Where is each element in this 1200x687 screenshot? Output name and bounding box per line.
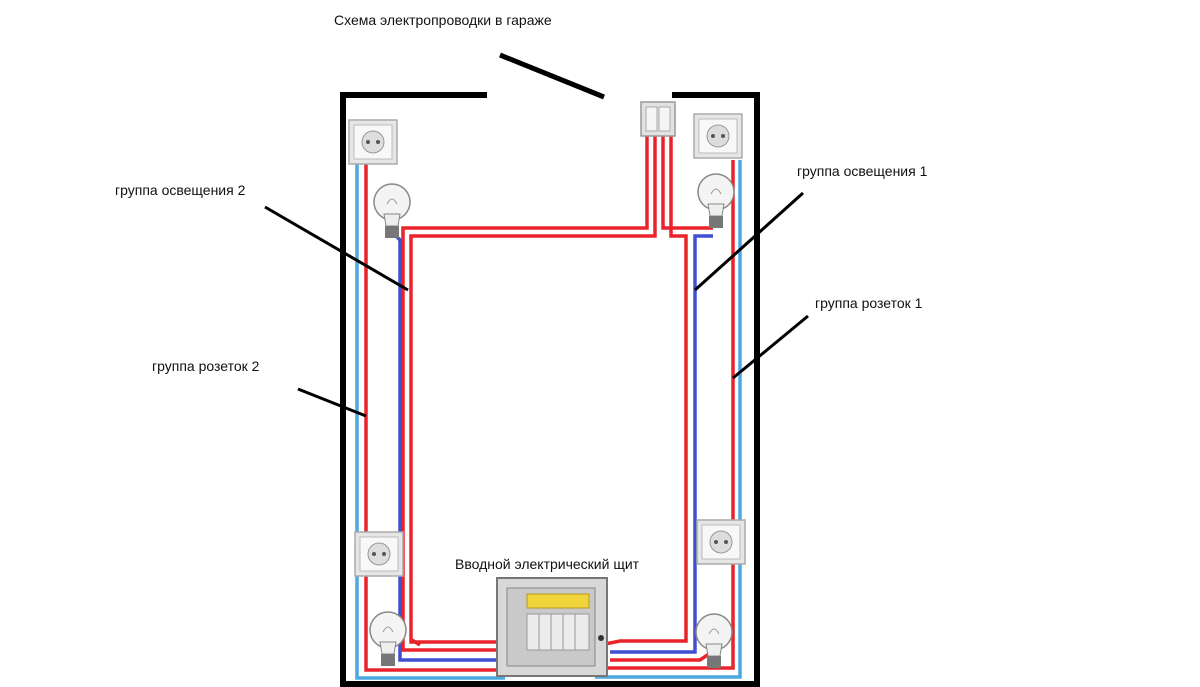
electrical-panel-icon [496, 577, 608, 677]
socket-neutral-left-bottom [355, 570, 505, 680]
switch-wire-red-3 [661, 132, 713, 230]
switch-icon [640, 101, 676, 137]
diagram-title: Схема электропроводки в гараже [334, 12, 552, 28]
light-bulb-icon [697, 173, 735, 228]
socket-icon [696, 519, 746, 565]
socket-icon [693, 113, 743, 159]
lighting-red-bottom-left [411, 638, 421, 647]
label-socket-group-1: группа розеток 1 [815, 295, 923, 311]
switch-wire-red-1 [401, 132, 649, 652]
socket-red-left-bottom [364, 570, 505, 672]
label-socket-group-2: группа розеток 2 [152, 358, 260, 374]
label-lighting-group-1: группа освещения 1 [797, 163, 928, 179]
lighting-neutral-right [610, 234, 713, 654]
door-line [499, 52, 605, 100]
label-lighting-group-2: группа освещения 2 [115, 182, 246, 198]
socket-red-right-bottom [595, 560, 735, 670]
switch-wire-red-2 [409, 132, 657, 644]
leader-lines [264, 191, 809, 418]
socket-icon [348, 119, 398, 165]
socket-icon [354, 531, 404, 577]
garage-walls [340, 92, 760, 687]
light-bulb-icon [369, 611, 407, 666]
label-panel: Вводной электрический щит [455, 556, 640, 572]
socket-neutral-right-bottom [595, 560, 742, 679]
socket-circuit [355, 160, 742, 680]
light-bulb-icon [373, 183, 411, 238]
light-bulb-icon [695, 613, 733, 668]
switch-wire-red-4 [599, 132, 688, 647]
